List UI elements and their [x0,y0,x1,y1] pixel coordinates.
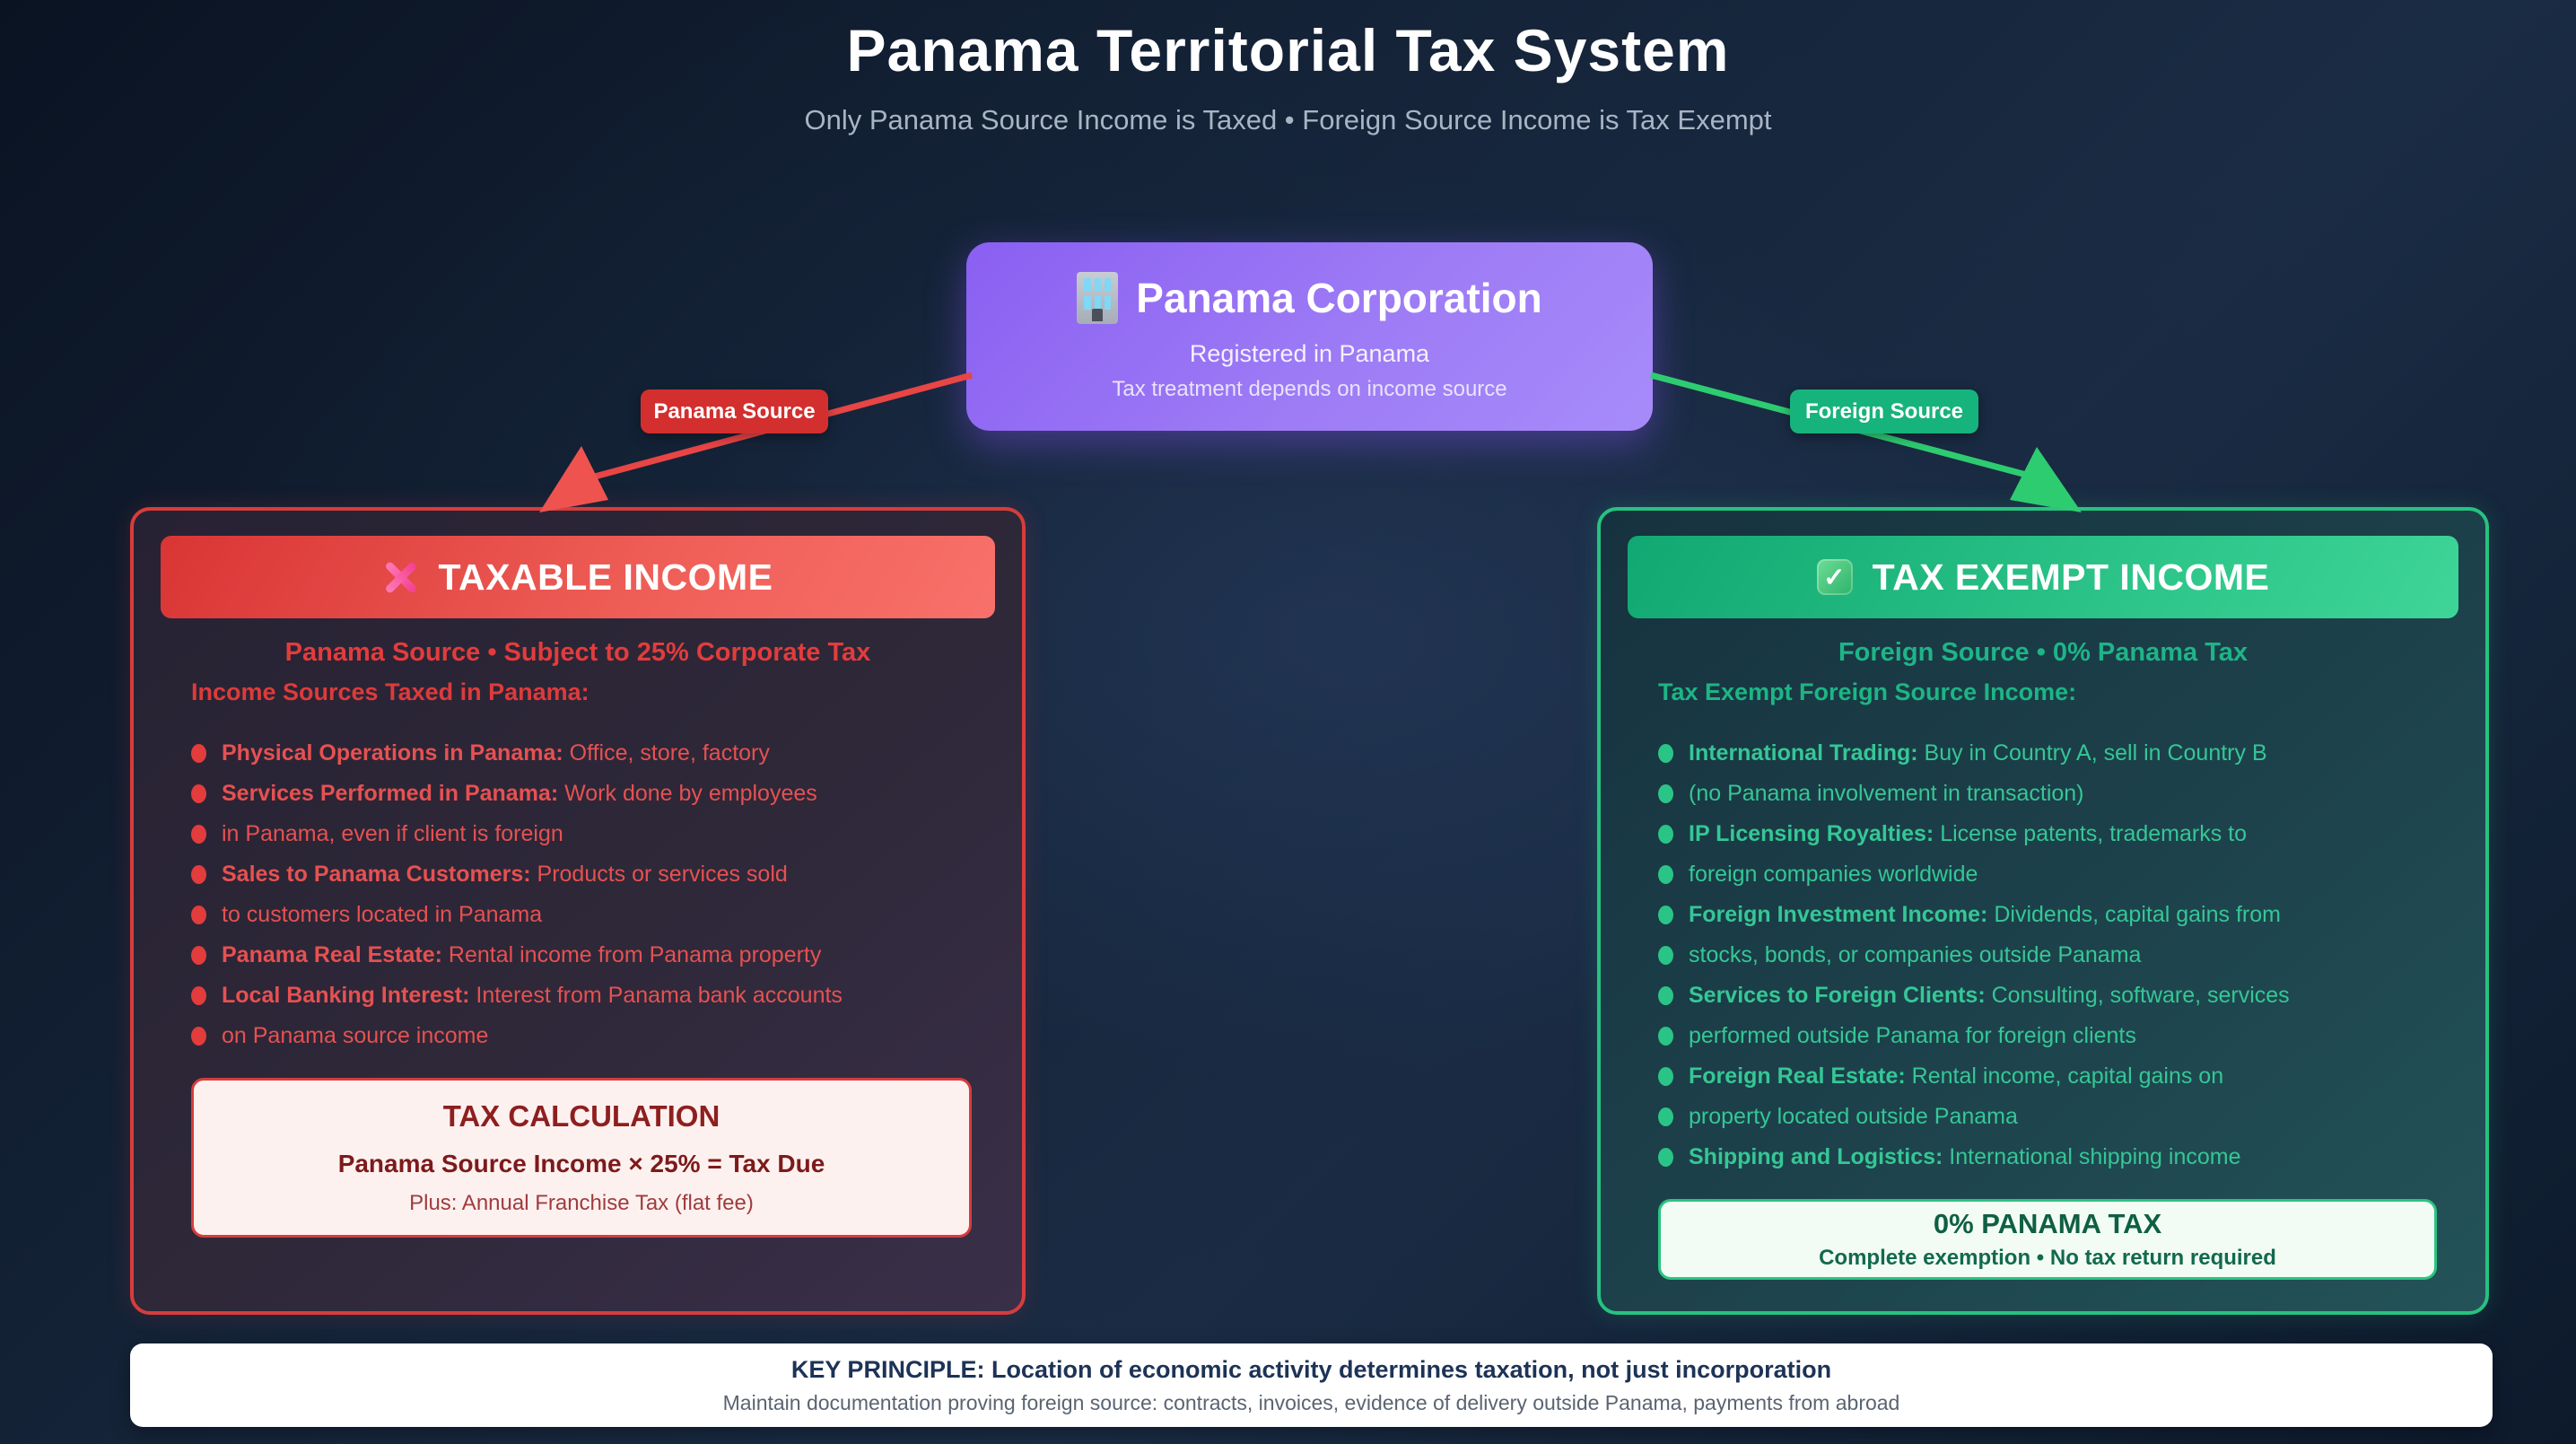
bullet-icon [191,744,206,763]
bullet-icon [191,986,206,1005]
bullet-icon [1658,744,1673,763]
cross-icon [383,559,419,595]
bullet-icon [1658,1067,1673,1086]
corporation-title-row: Panama Corporation [1077,271,1542,324]
office-building-icon [1077,271,1119,324]
bullet-icon [191,1027,206,1046]
tax-exempt-header: ✓ TAX EXEMPT INCOME [1628,536,2458,618]
corporation-line2: Tax treatment depends on income source [1112,376,1507,401]
bullet-icon [1658,1107,1673,1126]
bullet-icon [191,946,206,965]
zero-tax-box: 0% PANAMA TAX Complete exemption • No ta… [1658,1199,2437,1280]
exempt-list-title: Tax Exempt Foreign Source Income: [1658,678,2077,705]
list-item: on Panama source income [191,1016,986,1056]
branch-label-panama-source: Panama Source [641,389,828,433]
list-item-text: Foreign Investment Income: Dividends, ca… [1689,902,2281,927]
tax-exempt-subtitle: Foreign Source • 0% Panama Tax [1838,638,2249,667]
list-item: (no Panama involvement in transaction) [1658,774,2449,814]
taxable-income-card: TAXABLE INCOME Panama Source • Subject t… [130,507,1026,1315]
branch-label-foreign-source: Foreign Source [1790,389,1978,433]
list-item-text: Shipping and Logistics: International sh… [1689,1144,2241,1169]
list-item-text: Services Performed in Panama: Work done … [222,781,817,806]
taxable-income-list: Physical Operations in Panama: Office, s… [191,733,986,1056]
list-item: International Trading: Buy in Country A,… [1658,733,2449,774]
bullet-icon [1658,865,1673,884]
bullet-icon [191,784,206,803]
list-item: IP Licensing Royalties: License patents,… [1658,814,2449,854]
page-title: Panama Territorial Tax System [846,17,1730,83]
tax-exempt-list: International Trading: Buy in Country A,… [1658,733,2449,1177]
list-item-text: stocks, bonds, or companies outside Pana… [1689,942,2142,967]
list-item: Sales to Panama Customers: Products or s… [191,854,986,895]
list-item: performed outside Panama for foreign cli… [1658,1016,2449,1056]
key-principle-text: KEY PRINCIPLE: Location of economic acti… [790,1355,1832,1383]
bullet-icon [1658,1027,1673,1046]
taxable-list-title: Income Sources Taxed in Panama: [191,678,589,705]
zero-tax-title: 0% PANAMA TAX [1933,1208,2162,1239]
bullet-icon [191,825,206,844]
bullet-icon [1658,825,1673,844]
tax-calculation-formula: Panama Source Income × 25% = Tax Due [337,1150,825,1177]
list-item-text: on Panama source income [222,1023,489,1048]
list-item-text: (no Panama involvement in transaction) [1689,781,2084,806]
tax-exempt-card: ✓ TAX EXEMPT INCOME Foreign Source • 0% … [1597,507,2489,1315]
bullet-icon [1658,1148,1673,1167]
list-item-text: International Trading: Buy in Country A,… [1689,740,2267,766]
tax-calculation-box: TAX CALCULATION Panama Source Income × 2… [191,1078,972,1238]
bullet-icon [1658,784,1673,803]
list-item-text: in Panama, even if client is foreign [222,821,563,846]
bullet-icon [191,865,206,884]
list-item-text: performed outside Panama for foreign cli… [1689,1023,2136,1048]
taxable-income-subtitle: Panama Source • Subject to 25% Corporate… [284,638,871,667]
list-item: Services to Foreign Clients: Consulting,… [1658,976,2449,1016]
list-item-text: foreign companies worldwide [1689,862,1978,887]
list-item: Shipping and Logistics: International sh… [1658,1137,2449,1177]
corporation-node: Panama Corporation Registered in Panama … [966,242,1653,431]
taxable-income-header-label: TAXABLE INCOME [438,556,773,598]
list-item: Foreign Real Estate: Rental income, capi… [1658,1056,2449,1097]
list-item-text: Local Banking Interest: Interest from Pa… [222,983,843,1008]
bullet-icon [191,906,206,924]
list-item: Physical Operations in Panama: Office, s… [191,733,986,774]
bullet-icon [1658,906,1673,924]
page-subtitle: Only Panama Source Income is Taxed • For… [804,104,1772,136]
tax-calculation-title: TAX CALCULATION [442,1099,720,1133]
tax-exempt-header-label: TAX EXEMPT INCOME [1872,556,2270,598]
list-item: Services Performed in Panama: Work done … [191,774,986,814]
list-item-text: to customers located in Panama [222,902,543,927]
corporation-line1: Registered in Panama [1189,339,1430,367]
list-item-text: Panama Real Estate: Rental income from P… [222,942,822,967]
list-item: Panama Real Estate: Rental income from P… [191,935,986,976]
list-item-text: Physical Operations in Panama: Office, s… [222,740,770,766]
list-item-text: Foreign Real Estate: Rental income, capi… [1689,1063,2224,1089]
tax-calculation-note: Plus: Annual Franchise Tax (flat fee) [409,1191,754,1215]
list-item: to customers located in Panama [191,895,986,935]
key-principle-banner: KEY PRINCIPLE: Location of economic acti… [130,1343,2493,1427]
taxable-income-header: TAXABLE INCOME [161,536,995,618]
list-item-text: property located outside Panama [1689,1104,2018,1129]
zero-tax-note: Complete exemption • No tax return requi… [1819,1246,2276,1270]
list-item: foreign companies worldwide [1658,854,2449,895]
bullet-icon [1658,986,1673,1005]
list-item-text: Sales to Panama Customers: Products or s… [222,862,788,887]
list-item: property located outside Panama [1658,1097,2449,1137]
list-item-text: Services to Foreign Clients: Consulting,… [1689,983,2290,1008]
list-item: stocks, bonds, or companies outside Pana… [1658,935,2449,976]
check-icon: ✓ [1816,559,1853,595]
corporation-title: Panama Corporation [1136,274,1542,321]
documentation-note: Maintain documentation proving foreign s… [722,1390,1900,1414]
bullet-icon [1658,946,1673,965]
panama-source-arrowhead-icon [539,446,608,512]
list-item: Local Banking Interest: Interest from Pa… [191,976,986,1016]
list-item: in Panama, even if client is foreign [191,814,986,854]
list-item: Foreign Investment Income: Dividends, ca… [1658,895,2449,935]
foreign-source-arrowhead-icon [2010,447,2082,512]
list-item-text: IP Licensing Royalties: License patents,… [1689,821,2248,846]
